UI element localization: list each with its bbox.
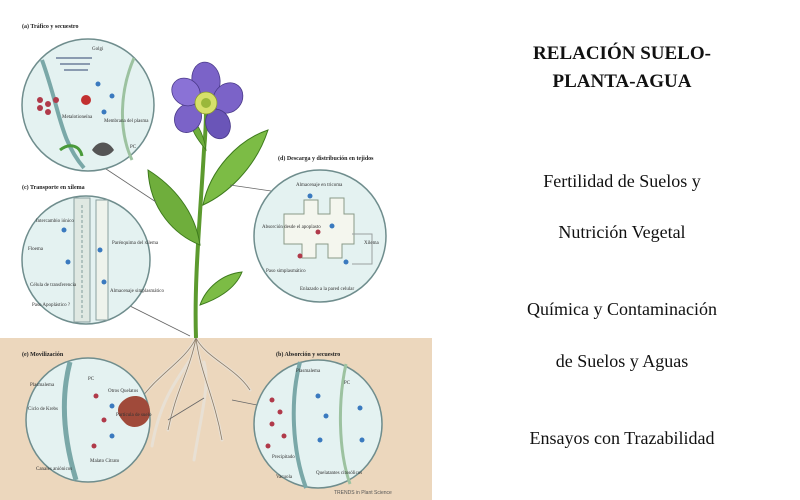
page-title: RELACIÓN SUELO- PLANTA-AGUA <box>452 40 792 96</box>
label-floema: Floema <box>28 247 44 252</box>
label-ciclo-krebs: Ciclo de Krebs <box>28 407 58 412</box>
label-pc-a: PC <box>130 145 137 150</box>
panel-e-movilizacion: (e) Movilización Plasmalema PC Otros Que… <box>22 351 152 483</box>
label-enlazado-pared: Enlazado a la pared celular <box>300 287 354 292</box>
title-line-1: RELACIÓN SUELO- <box>533 43 711 64</box>
label-xilema: Xilema <box>364 241 379 246</box>
label-precipitado: Precipitado <box>272 455 295 460</box>
menu-item-fertilidad-1[interactable]: Fertilidad de Suelos y <box>543 171 701 191</box>
panel-a-trafico: (a) Tráfico y secuestro Golgi Metalotion… <box>21 23 155 172</box>
label-plasmalema-b: Plasmalema <box>296 369 321 374</box>
menu-item-quimica-2[interactable]: de Suelos y Aguas <box>555 351 689 371</box>
label-paso-simplasmatico: Paso simplasmático <box>266 269 306 274</box>
panel-d-descarga-distribucion: (d) Descarga y distribución en tejidos A… <box>253 155 387 303</box>
label-absorcion-apoplasto: Absorción desde el apoplasto <box>262 225 321 230</box>
flower <box>171 61 244 140</box>
label-canales-anionicos: Canales aniónicos <box>36 467 72 472</box>
label-almacenaje-simplasmatico: Almacenaje simplasmático <box>110 289 165 294</box>
label-pc-e: PC <box>88 377 95 382</box>
panel-c-title: (c) Transporte en xilema <box>22 184 85 191</box>
menu-item-ensayos[interactable]: Ensayos con Trazabilidad <box>529 428 715 448</box>
menu-item-quimica-1[interactable]: Química y Contaminación <box>527 299 717 319</box>
leaves <box>147 115 269 306</box>
label-malato-citrato: Malato Citrato <box>90 459 120 464</box>
label-celula-transferencia: Célula de transferencia <box>30 283 77 288</box>
plant-diagram: (a) Tráfico y secuestro Golgi Metalotion… <box>0 23 432 500</box>
label-vacuola: Vacuola <box>276 475 293 480</box>
panel-b-title: (b) Absorción y secuestro <box>276 351 340 358</box>
panel-b-absorcion-secuestro: (b) Absorción y secuestro Plasmalema PC … <box>253 351 383 489</box>
panel-a-title: (a) Tráfico y secuestro <box>22 23 78 30</box>
panel-c-transporte-xilema: (c) Transporte en xilema Intercambio ión… <box>21 184 165 325</box>
label-pc-b: PC <box>344 381 351 386</box>
panel-d-title: (d) Descarga y distribución en tejidos <box>278 155 374 162</box>
label-otros-quelatos: Otros Quelatos <box>108 389 138 394</box>
label-parenquima-xilema: Parénquima del xilema <box>112 241 159 246</box>
label-metalotioneina: Metalotioneína <box>62 115 93 120</box>
label-paso-apoplastico: Paso Apoplástico ? <box>32 303 71 308</box>
label-plasmalema-e: Plasmalema <box>30 383 55 388</box>
label-golgi: Golgi <box>92 47 104 52</box>
label-intercambio-ionico: Intercambio iónico <box>36 219 74 224</box>
figure-credit: TRENDS in Plant Science <box>334 490 392 496</box>
label-almacenaje-tricoma: Almacenaje en tricoma <box>296 183 343 188</box>
title-line-2: PLANTA-AGUA <box>552 71 692 92</box>
label-membrana-plasma: Membrana del plasma <box>104 119 149 124</box>
label-quelatantes-citosolicos: Quelatantes citosólicos <box>316 471 362 476</box>
label-particula-suelo: Partícula de suelo <box>116 413 152 418</box>
panel-e-title: (e) Movilización <box>22 351 64 358</box>
menu-item-fertilidad-2[interactable]: Nutrición Vegetal <box>558 222 686 242</box>
